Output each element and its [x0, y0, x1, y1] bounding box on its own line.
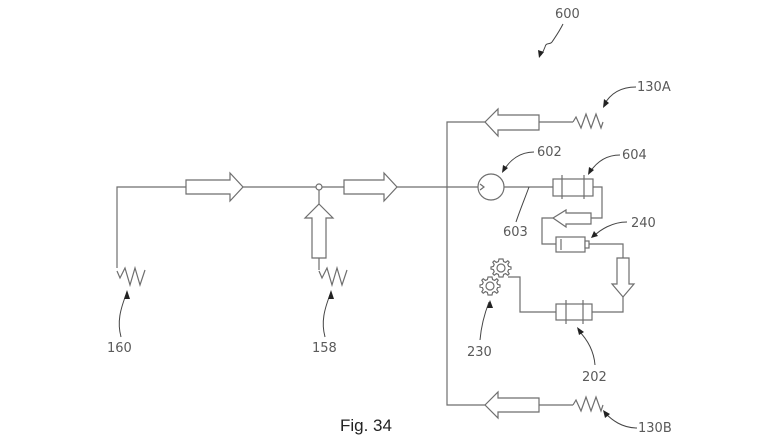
label-160: 160 — [107, 341, 132, 356]
gear-icon — [490, 258, 512, 278]
label-603: 603 — [503, 225, 528, 240]
figure-caption: Fig. 34 — [340, 416, 392, 435]
label-602: 602 — [537, 145, 562, 160]
label-230: 230 — [467, 345, 492, 360]
junction-node — [315, 183, 323, 191]
gear-pair-230: 230 — [467, 258, 512, 360]
source-130B: 130B — [484, 390, 672, 436]
label-158: 158 — [312, 341, 337, 356]
flow-arrow-left-icon — [484, 390, 540, 420]
element-602: 602 — [477, 145, 562, 201]
label-130B: 130B — [638, 421, 672, 436]
label-240: 240 — [631, 216, 656, 231]
spring-160-icon — [116, 265, 146, 288]
label-130A: 130A — [637, 80, 671, 95]
source-160: 160 — [107, 186, 186, 356]
flow-arrow-down-icon — [610, 257, 636, 298]
source-158: 158 — [303, 190, 348, 356]
gear-icon — [479, 276, 501, 296]
label-604: 604 — [622, 148, 647, 163]
vertical-bus — [446, 121, 537, 406]
element-604: 604 — [552, 148, 647, 199]
flow-arrow-right-icon — [343, 171, 398, 203]
label-202: 202 — [582, 370, 607, 385]
flow-arrow-up-icon — [303, 203, 335, 259]
spring-130A-icon — [572, 112, 604, 130]
reference-600: 600 — [538, 7, 580, 58]
flow-arrow-left-icon — [551, 208, 592, 229]
flow-arrow-right-icon — [185, 171, 244, 203]
label-600: 600 — [555, 7, 580, 22]
spring-158-icon — [318, 265, 348, 288]
element-202: 202 — [555, 300, 607, 385]
flow-arrow-left-icon — [484, 107, 540, 138]
element-240: 240 — [555, 216, 656, 253]
source-130A: 130A — [484, 80, 671, 138]
spring-130B-icon — [572, 395, 604, 413]
